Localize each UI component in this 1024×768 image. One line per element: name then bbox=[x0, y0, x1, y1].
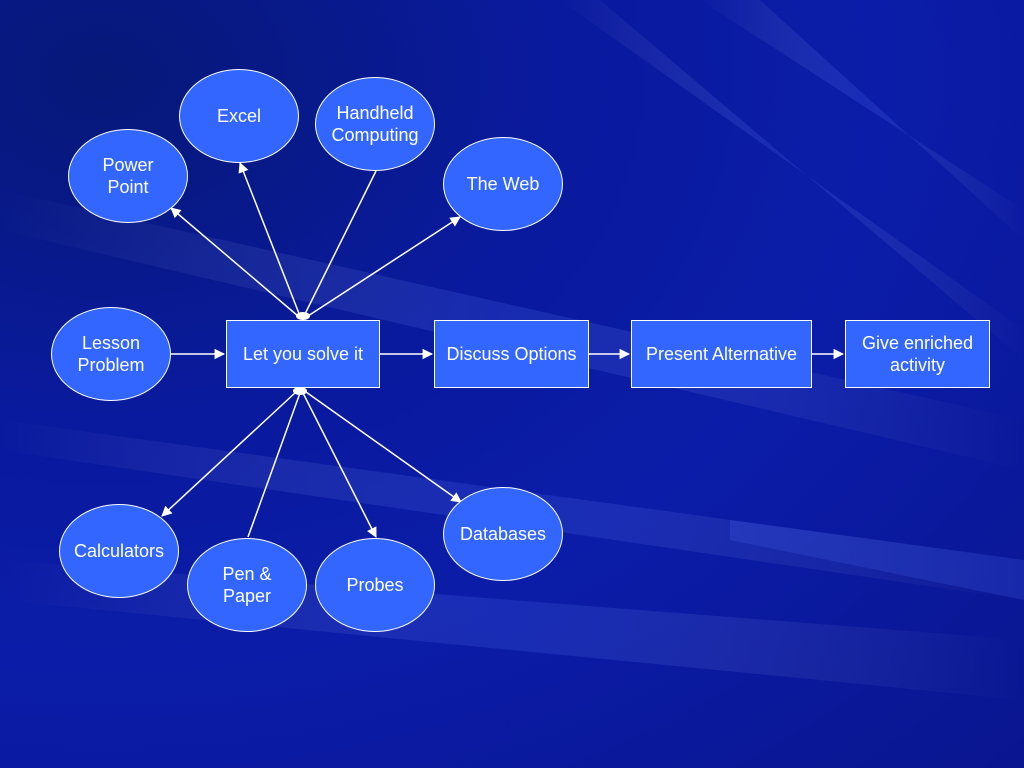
lesson-problem-node: Lesson Problem bbox=[51, 307, 171, 401]
connector-to-excel bbox=[238, 162, 301, 317]
excel-node: Excel bbox=[179, 69, 299, 163]
databases-node: Databases bbox=[443, 487, 563, 581]
connector-to-pen-paper bbox=[247, 392, 301, 538]
handheld-computing-node: Handheld Computing bbox=[315, 77, 435, 171]
give-enriched-activity-node: Give enriched activity bbox=[845, 320, 990, 388]
connector-to-powerpoint bbox=[170, 207, 299, 317]
the-web-node: The Web bbox=[443, 137, 563, 231]
connector-to-calculators bbox=[161, 391, 297, 517]
connector-to-web bbox=[307, 216, 461, 317]
connector-to-handheld bbox=[303, 170, 377, 317]
present-alternative-node: Present Alternative bbox=[631, 320, 812, 388]
calculators-node: Calculators bbox=[59, 504, 179, 598]
let-you-solve-it-node: Let you solve it bbox=[226, 320, 380, 388]
power-point-node: Power Point bbox=[68, 129, 188, 223]
discuss-options-node: Discuss Options bbox=[434, 320, 589, 388]
connector-to-databases bbox=[305, 391, 462, 503]
probes-node: Probes bbox=[315, 538, 435, 632]
pen-paper-node: Pen & Paper bbox=[187, 538, 307, 632]
connector-to-probes bbox=[302, 392, 377, 538]
